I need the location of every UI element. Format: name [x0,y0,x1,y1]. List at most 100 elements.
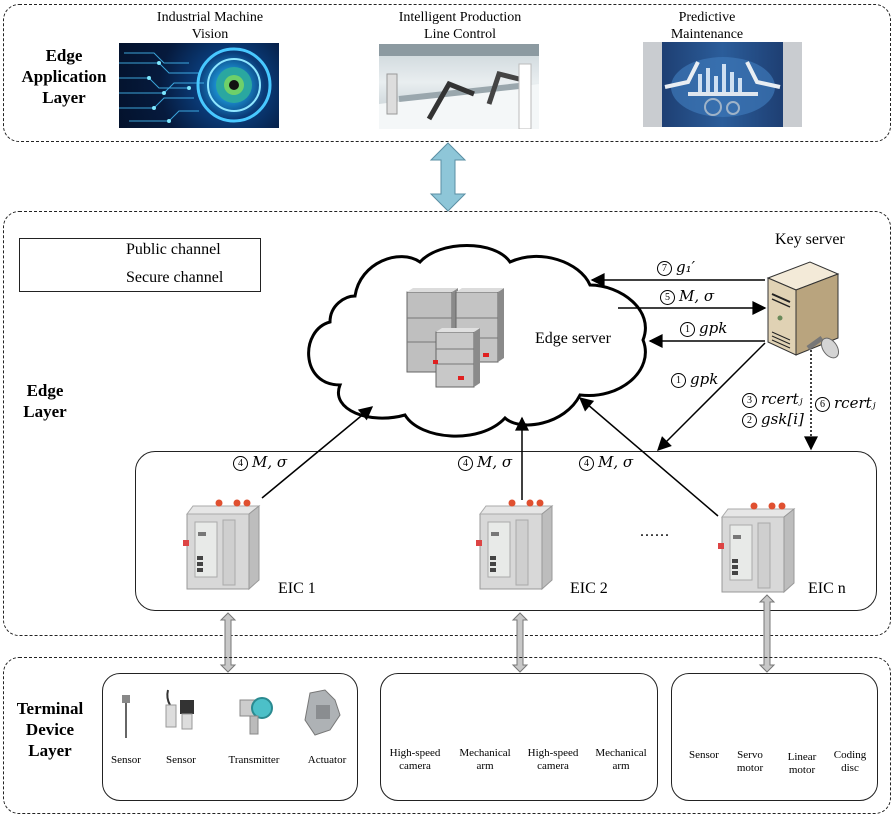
msg-7-label: 7 g₁′ [657,259,695,276]
production-line-image [379,44,539,129]
label-line: arm [476,760,494,772]
step-number: 1 [680,322,695,337]
label-line: arm [612,760,630,772]
title-line: Layer [28,741,72,760]
label-line: High-speed [389,747,441,759]
label-line: High-speed [527,747,579,759]
label-line: Mechanical [595,747,647,759]
edge-application-layer [3,4,891,142]
label-line: Mechanical [459,747,511,759]
eic-ellipsis: ...... [640,523,670,540]
label-line: Sensor [111,754,141,766]
step-number: 7 [657,261,672,276]
step-number: 5 [660,290,675,305]
app-label-production-line: Intelligent Production Line Control [370,9,550,43]
label-line: camera [537,760,569,772]
edge-server-icon [406,288,504,388]
gears-robot-icon [664,57,781,117]
msg-text: M, σ [252,453,288,471]
label-line: motor [788,764,816,776]
msg-text: g₁′ [676,258,696,276]
device-group-1 [102,673,358,801]
eic-1-icon [182,499,260,590]
eic-n-label: EIC n [808,580,846,597]
label-line: Intelligent Production [398,10,522,25]
eic-1-label: EIC 1 [278,580,316,597]
terminal-device-layer [3,657,891,814]
msg-3-label: 3 rcertⱼ [742,391,803,408]
step-number: 2 [742,413,757,428]
msg-text: rcertⱼ [761,390,803,408]
label-line: Predictive [678,10,736,25]
edge-application-layer-title: Edge Application Layer [14,45,114,108]
device-group-3 [671,673,878,801]
label-line: Actuator [307,754,347,766]
label-line: Linear [787,751,817,763]
predictive-maintenance-image [643,42,802,127]
title-line: Edge [45,46,83,65]
title-line: Layer [23,402,67,421]
label-line: Maintenance [670,27,744,42]
msg-4b-label: 4 M, σ [458,454,512,471]
step-number: 4 [233,456,248,471]
eic-2-icon [475,499,553,590]
device-label: Actuator [300,754,354,767]
label-line: motor [736,762,764,774]
arrow-m4c [578,397,719,517]
msg-text: M, σ [679,287,715,305]
msg-1a-label: 1 gpk [680,320,727,337]
arrow-m4a [261,406,374,499]
step-number: 1 [671,373,686,388]
key-server-icon [766,261,840,359]
msg-2-label: 2 gsk[i] [742,411,804,428]
device-group-2 [380,673,658,801]
robot-arm-icon [379,44,539,129]
label-line: camera [399,760,431,772]
label-line: Sensor [689,749,719,761]
label-line: Industrial Machine [156,10,264,25]
edge-layer-title: Edge Layer [10,380,80,422]
channel-legend: Public channel Secure channel [19,238,261,292]
step-number: 4 [458,456,473,471]
title-line: Device [25,720,75,739]
device-label: Sensor [106,754,146,767]
msg-text: gpk [699,319,728,337]
eic1-terminal-link-arrow [219,612,237,673]
msg-text: gsk[i] [761,410,804,428]
msg-text: M, σ [477,453,513,471]
step-number: 4 [579,456,594,471]
label-line: disc [841,762,859,774]
app-label-machine-vision: Industrial Machine Vision [120,9,300,43]
label-line: Vision [191,27,229,42]
device-label: Transmitter [222,754,286,767]
layer-bidirectional-arrow [429,142,467,212]
title-line: Application [21,67,107,86]
device-label: Sensor [682,749,726,762]
label-line: Line Control [424,27,496,42]
terminal-device-layer-title: Terminal Device Layer [10,698,90,761]
eic-2-label: EIC 2 [570,580,608,597]
step-number: 3 [742,393,757,408]
label-line: Sensor [166,754,196,766]
edge-layer [3,211,891,636]
device-label: Sensor [161,754,201,767]
step-number: 6 [815,397,830,412]
legend-public-label: Public channel [126,241,221,258]
title-line: Terminal [16,699,84,718]
app-label-predictive-maintenance: Predictive Maintenance [632,9,782,43]
title-line: Layer [42,88,86,107]
title-line: Edge [26,381,64,400]
label-line: Servo [737,749,763,761]
eic2-terminal-link-arrow [511,612,529,673]
msg-5-label: 5 M, σ [660,288,714,305]
eicn-terminal-link-arrow [758,594,776,673]
